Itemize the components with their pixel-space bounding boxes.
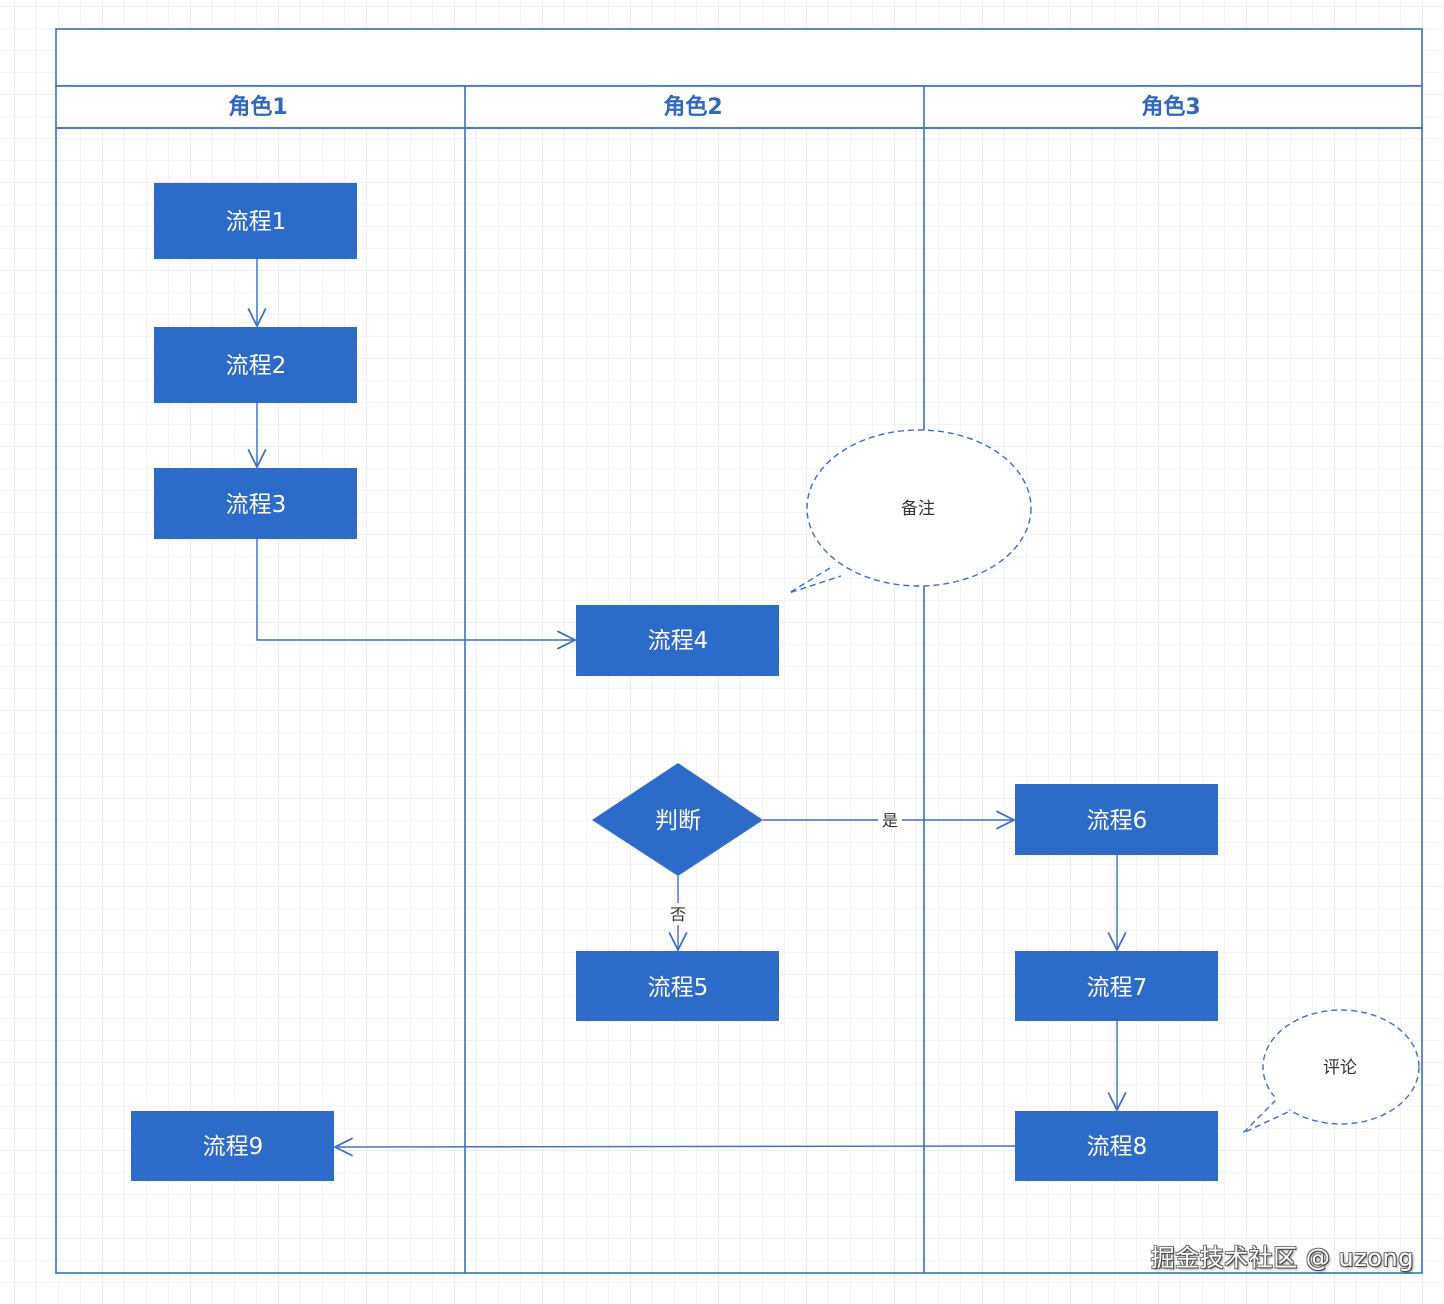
lane-header-row: [55, 85, 1423, 129]
edge-p3-p4[interactable]: [256, 539, 577, 650]
note-callout-1-text: 备注: [901, 499, 935, 519]
lane-title-2[interactable]: 角色2: [663, 94, 722, 120]
note-callout-2[interactable]: 评论: [1242, 1009, 1420, 1134]
node-p4[interactable]: 流程4: [576, 605, 779, 676]
node-p4-label: 流程4: [648, 628, 709, 654]
edge-p8-p9[interactable]: [333, 1137, 1016, 1157]
lane-title-3[interactable]: 角色3: [1141, 94, 1200, 120]
node-p3-label: 流程3: [226, 492, 287, 518]
node-p2-label: 流程2: [226, 353, 287, 379]
node-p1-label: 流程1: [226, 209, 287, 235]
node-p8-label: 流程8: [1087, 1134, 1148, 1160]
node-p6-label: 流程6: [1087, 808, 1148, 834]
node-p9[interactable]: 流程9: [131, 1111, 334, 1181]
node-p3[interactable]: 流程3: [154, 468, 357, 539]
edge-label-no-text: 否: [670, 905, 686, 924]
pool: [55, 28, 1423, 1274]
node-p1[interactable]: 流程1: [154, 183, 357, 259]
node-p9-label: 流程9: [203, 1134, 264, 1160]
watermark: 掘金技术社区 @ uzong: [1150, 1244, 1414, 1272]
note-callout-1[interactable]: 备注: [788, 429, 1032, 594]
node-p8[interactable]: 流程8: [1015, 1111, 1218, 1181]
node-p7[interactable]: 流程7: [1015, 951, 1218, 1021]
pool-body: [55, 127, 1423, 1274]
node-p5-label: 流程5: [648, 975, 709, 1001]
note-callout-2-text: 评论: [1323, 1058, 1357, 1078]
node-p2[interactable]: 流程2: [154, 327, 357, 403]
node-decision-label: 判断: [655, 808, 701, 834]
pool-title-bar[interactable]: [55, 28, 1423, 87]
node-p5[interactable]: 流程5: [576, 951, 779, 1021]
edge-label-yes-text: 是: [882, 811, 898, 830]
edge-label-yes: 是: [878, 809, 902, 831]
node-decision[interactable]: 判断: [592, 763, 763, 876]
lane-title-1[interactable]: 角色1: [228, 94, 287, 120]
node-p6[interactable]: 流程6: [1015, 784, 1218, 855]
node-p7-label: 流程7: [1087, 975, 1148, 1001]
edge-label-no: 否: [666, 903, 690, 925]
